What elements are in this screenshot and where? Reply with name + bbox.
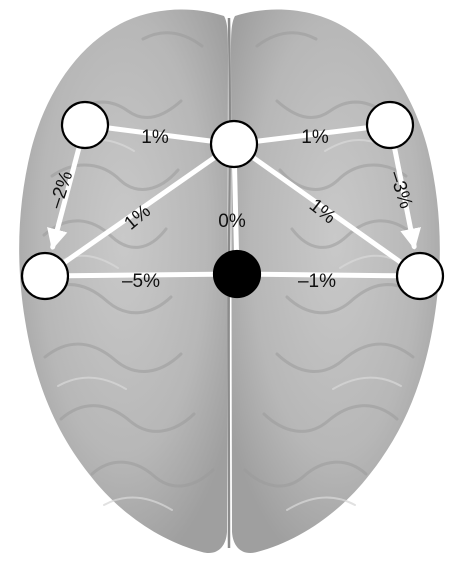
node-mid-frontal [211, 121, 257, 167]
connection-label-0: 1% [141, 127, 169, 148]
connection-label-7: –5% [122, 271, 160, 292]
connection-label-8: –1% [298, 271, 336, 292]
node-left-frontal [62, 102, 108, 148]
connection-mid-frontal-to-center-parietal [235, 166, 237, 252]
node-right-parietal [397, 253, 443, 299]
node-left-parietal [22, 253, 68, 299]
node-center-parietal [214, 251, 260, 297]
connection-label-5: 0% [218, 211, 246, 232]
node-right-frontal [367, 102, 413, 148]
connection-label-1: 1% [301, 127, 329, 148]
